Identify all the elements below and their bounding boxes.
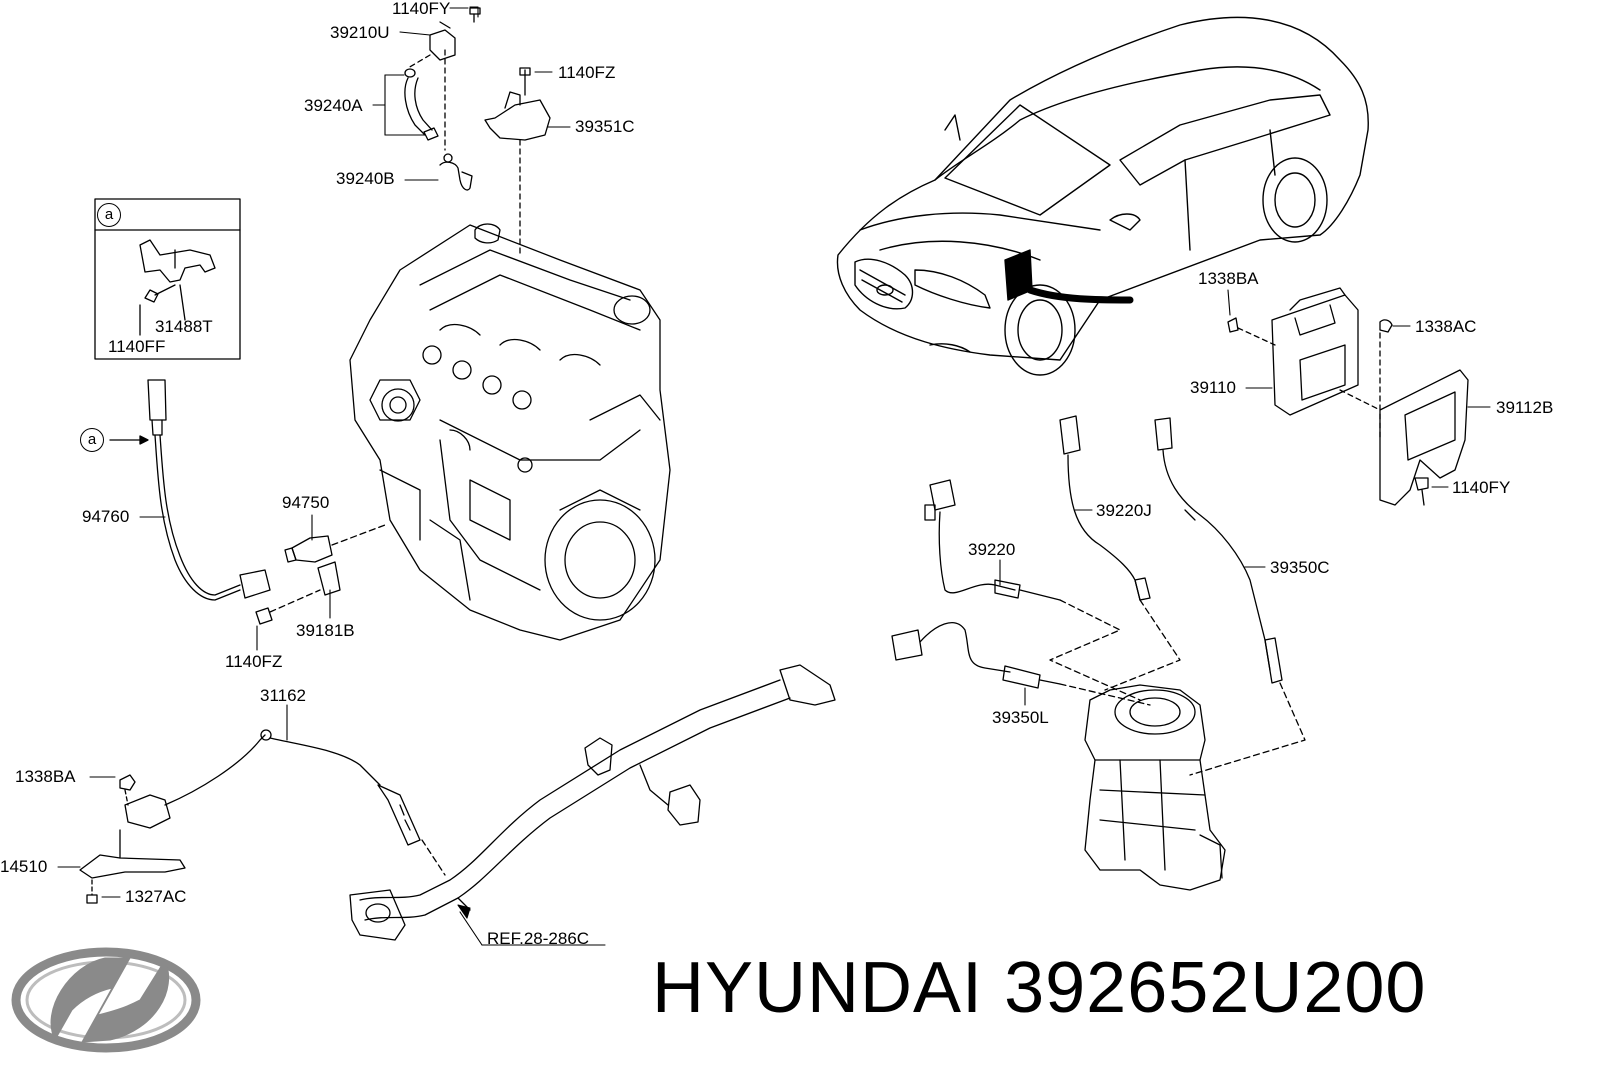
leader-lines <box>57 6 1491 946</box>
callout-1338BA-right: 1338BA <box>1198 269 1259 288</box>
callout-1140FZ-bottom: 1140FZ <box>225 652 283 671</box>
detail-marker-a-box: a <box>97 203 121 227</box>
engine-illustration <box>349 223 671 641</box>
callout-14510: 14510 <box>0 857 48 876</box>
callout-39351C: 39351C <box>575 117 635 136</box>
hyundai-logo <box>11 947 201 1053</box>
callout-39220: 39220 <box>968 540 1016 559</box>
car-illustration <box>836 16 1369 376</box>
callout-31488T: 31488T <box>155 317 213 336</box>
callout-94750: 94750 <box>282 493 330 512</box>
callout-1140FY-top: 1140FY <box>392 0 451 18</box>
callout-39220J: 39220J <box>1096 501 1152 520</box>
callout-39240A: 39240A <box>304 96 363 115</box>
detail-marker-a-sensor: a <box>80 428 104 452</box>
callout-39181B: 39181B <box>296 621 355 640</box>
sensor-94760 <box>109 379 271 601</box>
detail-box-a <box>94 198 241 360</box>
exhaust-pipe <box>349 664 836 941</box>
callout-39350L: 39350L <box>992 708 1049 727</box>
callout-1327AC: 1327AC <box>125 887 187 906</box>
sensor-bracket-parts <box>404 7 551 256</box>
sensor-31162 <box>79 729 446 904</box>
sensor-94750 <box>255 524 386 625</box>
callout-1338AC: 1338AC <box>1415 317 1477 336</box>
callout-31162: 31162 <box>260 686 307 705</box>
catalytic-converter <box>1084 684 1226 891</box>
callout-1140FF: 1140FF <box>108 337 166 356</box>
callout-39350C: 39350C <box>1270 558 1330 577</box>
oxygen-sensors <box>891 415 1306 776</box>
brand-part-caption: HYUNDAI 392652U200 <box>652 952 1426 1024</box>
callout-94760: 94760 <box>82 507 130 526</box>
callout-1338BA-left: 1338BA <box>15 767 76 786</box>
ecu-assembly <box>1227 287 1469 506</box>
callout-39112B: 39112B <box>1496 398 1554 417</box>
callout-39210U: 39210U <box>330 23 390 42</box>
callout-1140FZ-top: 1140FZ <box>558 63 616 82</box>
callout-1140FY-right: 1140FY <box>1452 478 1511 497</box>
callout-39240B: 39240B <box>336 169 395 188</box>
part-number: 392652U200 <box>1004 948 1427 1028</box>
callout-ref-28-286C: REF.28-286C <box>487 929 590 948</box>
brand-name: HYUNDAI <box>652 948 984 1028</box>
callout-39110: 39110 <box>1190 378 1237 397</box>
